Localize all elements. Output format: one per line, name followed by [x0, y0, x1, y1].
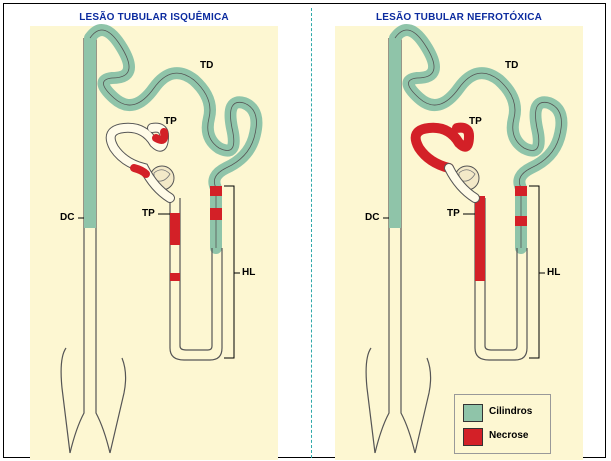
label-tp-top: TP: [164, 116, 177, 127]
nephron-diagram: [4, 8, 304, 460]
legend-label: Necrose: [489, 430, 528, 441]
ascending-limb-necrosis: [515, 216, 527, 226]
collecting-duct-branches: [61, 348, 126, 453]
label-dc: DC: [60, 212, 74, 223]
panel-nephrotoxic: LESÃO TUBULAR NEFROTÓXICA TD TP TP DC HL: [309, 8, 609, 460]
label-hl: HL: [242, 267, 255, 278]
label-dc: DC: [365, 212, 379, 223]
proximal-necrosis: [475, 196, 485, 281]
proximal-tubule: [416, 128, 469, 168]
ascending-limb-necrosis: [515, 186, 527, 196]
proximal-necrosis: [170, 273, 180, 281]
proximal-necrosis: [134, 168, 146, 174]
ascending-limb-necrosis: [210, 186, 222, 196]
legend-swatch-cylinders: [463, 404, 483, 422]
hl-bracket: [529, 186, 539, 358]
label-tp-mid: TP: [447, 208, 460, 219]
label-td: TD: [505, 60, 518, 71]
collecting-duct-cast: [84, 38, 96, 228]
collecting-duct-branches: [366, 348, 431, 453]
figure-frame: LESÃO TUBULAR ISQUÊMICA: [3, 3, 606, 458]
label-tp-mid: TP: [142, 208, 155, 219]
label-td: TD: [200, 60, 213, 71]
legend: Cilindros Necrose: [454, 394, 551, 454]
label-tp-top: TP: [469, 116, 482, 127]
ascending-limb-necrosis: [210, 208, 222, 220]
nephron-diagram: [309, 8, 609, 460]
label-hl: HL: [547, 267, 560, 278]
legend-swatch-necrosis: [463, 428, 483, 446]
legend-label: Cilindros: [489, 406, 532, 417]
proximal-necrosis: [170, 213, 180, 245]
collecting-duct-cast: [389, 38, 401, 228]
hl-bracket: [224, 186, 234, 358]
proximal-necrosis: [156, 132, 164, 140]
panel-ischemic: LESÃO TUBULAR ISQUÊMICA: [4, 8, 304, 460]
